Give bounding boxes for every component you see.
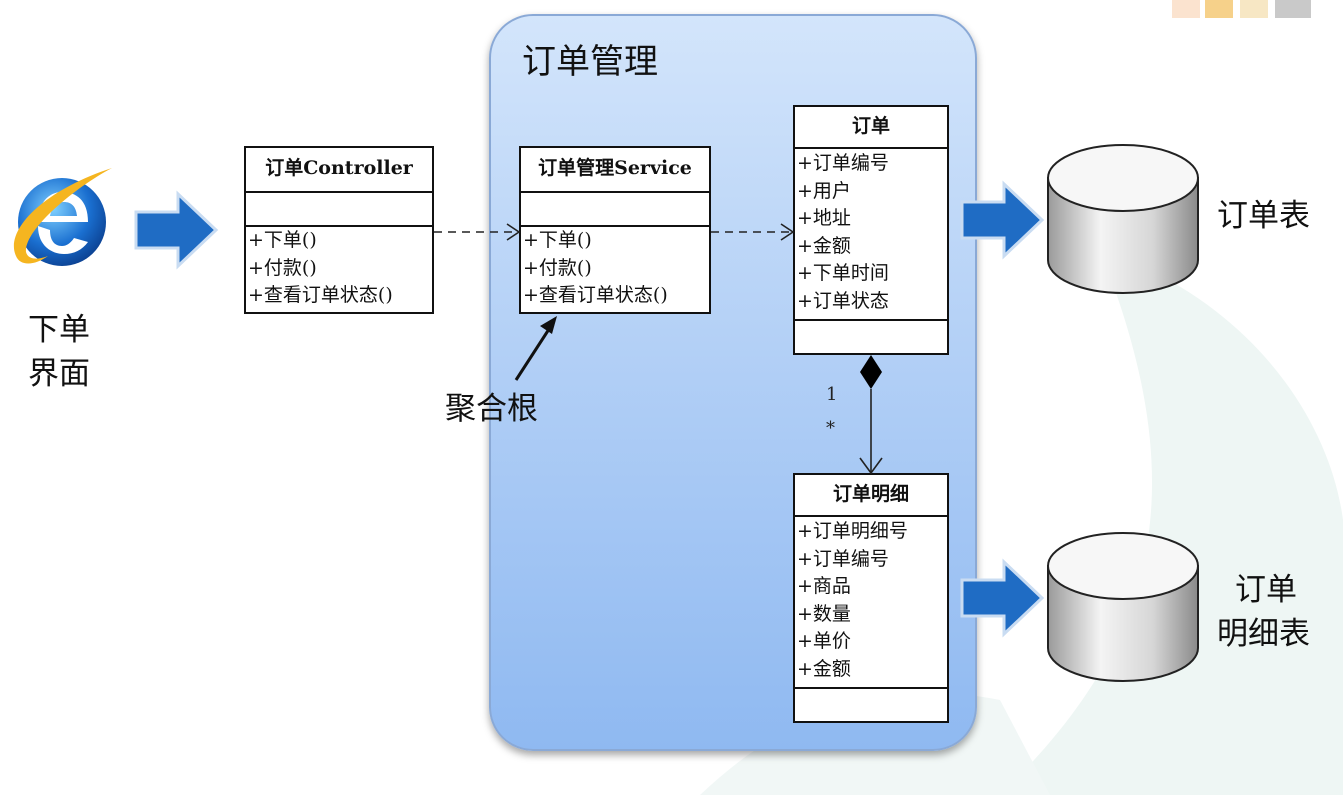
- database-order-table-icon: [1047, 144, 1199, 294]
- order-class-name: 订单: [795, 107, 947, 149]
- controller-class-name: 订单Controller: [246, 148, 432, 193]
- dependency-service-to-order: [711, 223, 795, 241]
- detail-table-label-line2: 明细表: [1217, 616, 1310, 652]
- multiplicity-one: 1: [826, 384, 838, 405]
- service-class-name: 订单管理Service: [521, 148, 709, 193]
- database-detail-table-icon: [1047, 532, 1199, 682]
- controller-methods: +下单() +付款() +查看订单状态(): [246, 227, 432, 310]
- method-item: +查看订单状态(): [248, 284, 393, 306]
- ui-label-line1: 下单: [28, 312, 90, 348]
- order-detail-class-name: 订单明细: [795, 475, 947, 517]
- detail-table-label-line1: 订单: [1235, 572, 1297, 608]
- attribute-item: +订单明细号: [797, 520, 908, 542]
- attribute-item: +地址: [797, 207, 851, 229]
- service-methods: +下单() +付款() +查看订单状态(): [521, 227, 709, 310]
- arrow-order-to-table: [960, 180, 1045, 260]
- service-attributes: [521, 193, 709, 227]
- ui-label-line2: 界面: [28, 356, 90, 392]
- method-item: +付款(): [523, 256, 592, 279]
- order-detail-attributes: +订单明细号 +订单编号 +商品 +数量 +单价 +金额: [795, 517, 947, 689]
- aggregate-root-pointer-arrow: [514, 316, 557, 381]
- controller-attributes: [246, 193, 432, 227]
- arrow-detail-to-table: [960, 558, 1045, 638]
- attribute-item: +金额: [797, 234, 851, 257]
- service-class-box: 订单管理Service +下单() +付款() +查看订单状态(): [519, 146, 711, 314]
- order-detail-class-box: 订单明细 +订单明细号 +订单编号 +商品 +数量 +单价 +金额: [793, 473, 949, 723]
- controller-class-box: 订单Controller +下单() +付款() +查看订单状态(): [244, 146, 434, 314]
- attribute-item: +金额: [797, 657, 851, 680]
- multiplicity-many: *: [826, 418, 835, 439]
- arrow-ui-to-controller: [134, 190, 219, 270]
- attribute-item: +订单状态: [797, 289, 889, 312]
- internet-explorer-icon: [13, 168, 113, 266]
- attribute-item: +商品: [797, 575, 851, 597]
- composition-association: [859, 355, 883, 475]
- method-item: +付款(): [248, 256, 317, 279]
- attribute-item: +下单时间: [797, 262, 889, 284]
- aggregate-root-label: 聚合根: [445, 391, 538, 427]
- attribute-item: +单价: [797, 630, 851, 652]
- dependency-controller-to-service: [434, 223, 521, 241]
- attribute-item: +数量: [797, 602, 851, 625]
- method-item: +下单(): [248, 229, 317, 251]
- order-class-box: 订单 +订单编号 +用户 +地址 +金额 +下单时间 +订单状态: [793, 105, 949, 355]
- method-item: +下单(): [523, 229, 592, 251]
- order-attributes: +订单编号 +用户 +地址 +金额 +下单时间 +订单状态: [795, 149, 947, 321]
- attribute-item: +订单编号: [797, 152, 889, 174]
- attribute-item: +订单编号: [797, 547, 889, 570]
- attribute-item: +用户: [797, 179, 851, 202]
- order-table-label: 订单表: [1217, 198, 1310, 234]
- method-item: +查看订单状态(): [523, 284, 668, 306]
- container-title: 订单管理: [522, 42, 658, 82]
